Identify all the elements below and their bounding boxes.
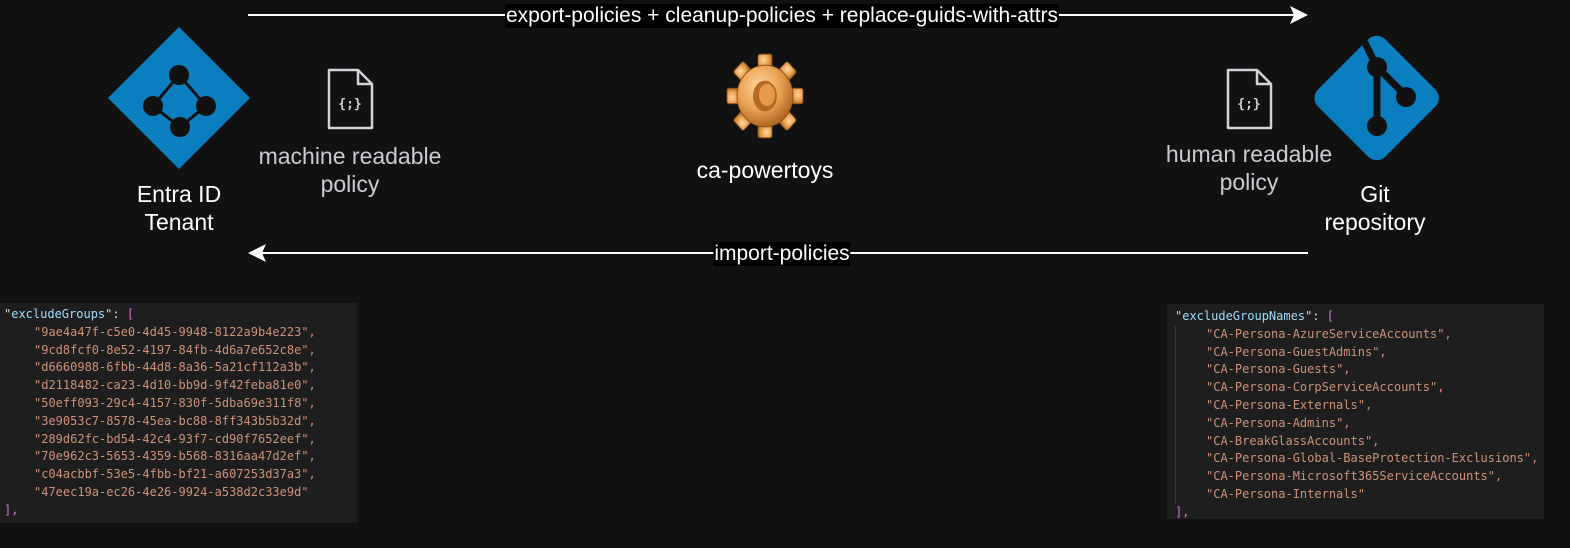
entra-id-label-line2: Tenant [144, 209, 214, 235]
code-string-item: "CA-Persona-Internals" [1175, 485, 1544, 504]
code-string-value: CA-BreakGlassAccounts [1213, 433, 1365, 448]
svg-text:{;}: {;} [338, 97, 361, 112]
git-repository-label: Git repository [1325, 180, 1426, 236]
human-readable-label: human readable policy [1166, 140, 1332, 196]
code-string-item: "47eec19a-ec26-4e26-9924-a538d2c33e9d" [34, 484, 309, 499]
code-string-value: CA-Persona-Guests [1213, 362, 1337, 377]
code-close-bracket: ], [4, 502, 19, 517]
code-string-item: "3e9053c7-8578-45ea-bc88-8ff343b5b32d", [34, 413, 316, 428]
code-string-value: 9cd8fcf0-8e52-4197-84fb-4d6a7e652c8e [41, 342, 302, 357]
code-close-bracket: ], [1175, 504, 1190, 519]
code-string-item: "CA-Persona-Global-BaseProtection-Exclus… [1175, 450, 1544, 469]
exclude-group-names-code-panel: "excludeGroupNames": [ "CA-Persona-Azure… [1167, 304, 1544, 519]
export-flow-label: export-policies + cleanup-policies + rep… [504, 4, 1060, 28]
code-string-item: "CA-Persona-Externals", [1175, 396, 1544, 415]
code-string-item: "c04acbbf-53e5-4fbb-bf21-a607253d37a3", [34, 467, 316, 482]
code-string-item: "CA-Persona-AzureServiceAccounts", [1175, 325, 1544, 344]
code-string-value: CA-Persona-Admins [1213, 415, 1337, 430]
export-arrowhead [1290, 6, 1308, 24]
code-string-item: "d6660988-6fbb-44d8-8a36-5a21cf112a3b", [34, 360, 316, 375]
code-string-value: CA-Persona-GuestAdmins [1213, 344, 1373, 359]
code-string-value: 50eff093-29c4-4157-830f-5dba69e311f8 [41, 395, 302, 410]
machine-readable-line2: policy [320, 171, 380, 197]
ca-powertoys-label: ca-powertoys [696, 157, 834, 183]
code-string-value: CA-Persona-Global-BaseProtection-Exclusi… [1213, 451, 1524, 466]
svg-text:{;}: {;} [1237, 97, 1260, 112]
git-repository-line1: Git [1360, 181, 1390, 207]
code-string-item: "50eff093-29c4-4157-830f-5dba69e311f8", [34, 395, 316, 410]
code-string-value: CA-Persona-Internals [1213, 486, 1358, 501]
code-close-line: ], [1175, 504, 1544, 519]
git-icon [1314, 35, 1439, 161]
code-string-item: "d2118482-ca23-4d10-bb9d-9f42feba81e0", [34, 378, 316, 393]
code-open-bracket: [ [126, 307, 135, 321]
json-file-icon: {;} [327, 68, 374, 130]
code-string-item: "CA-Persona-GuestAdmins", [1175, 343, 1544, 362]
code-key-line: "excludeGroupNames": [ [1175, 309, 1334, 323]
code-string-item: "CA-Persona-Microsoft365ServiceAccounts"… [1175, 468, 1544, 486]
human-readable-line2: policy [1219, 169, 1279, 195]
exclude-groups-code-panel: "excludeGroups": [ "9ae4a47f-c5e0-4d45-9… [0, 303, 357, 523]
entra-id-label: Entra ID Tenant [137, 180, 221, 236]
code-string-value: d2118482-ca23-4d10-bb9d-9f42feba81e0 [41, 378, 302, 393]
gear-icon [726, 53, 804, 139]
code-string-value: 289d62fc-bd54-42c4-93f7-cd90f7652eef [41, 431, 302, 446]
code-string-item: "70e962c3-5653-4359-b568-8316aa47d2ef", [34, 449, 316, 464]
code-key: excludeGroupNames [1182, 309, 1306, 323]
code-string-item: "CA-BreakGlassAccounts", [1175, 432, 1544, 451]
code-string-item: "CA-Persona-CorpServiceAccounts", [1175, 379, 1544, 397]
entra-id-icon [108, 27, 250, 169]
code-string-value: d6660988-6fbb-44d8-8a36-5a21cf112a3b [41, 360, 302, 375]
code-open-bracket: [ [1326, 309, 1334, 323]
code-string-value: CA-Persona-Microsoft365ServiceAccounts [1213, 469, 1488, 484]
code-string-value: CA-Persona-Externals [1213, 397, 1358, 412]
code-string-item: "9cd8fcf0-8e52-4197-84fb-4d6a7e652c8e", [34, 342, 316, 357]
code-string-value: 70e962c3-5653-4359-b568-8316aa47d2ef [41, 449, 302, 464]
git-repository-line2: repository [1324, 209, 1426, 235]
import-flow-label: import-policies [713, 242, 851, 266]
code-string-item: "289d62fc-bd54-42c4-93f7-cd90f7652eef", [34, 431, 316, 446]
code-string-item: "9ae4a47f-c5e0-4d45-9948-8122a9b4e223", [34, 324, 316, 339]
code-string-value: c04acbbf-53e5-4fbb-bf21-a607253d37a3 [41, 467, 302, 482]
code-string-value: CA-Persona-CorpServiceAccounts [1213, 380, 1430, 395]
machine-readable-line1: machine readable [258, 143, 442, 169]
machine-readable-label: machine readable policy [259, 142, 442, 198]
import-arrowhead [248, 244, 266, 262]
code-items: "CA-Persona-AzureServiceAccounts","CA-Pe… [1175, 325, 1544, 504]
code-string-value: 3e9053c7-8578-45ea-bc88-8ff343b5b32d [41, 413, 302, 428]
human-readable-line1: human readable [1165, 141, 1333, 167]
code-key-line: "excludeGroups": [ [4, 307, 135, 321]
code-string-item: "CA-Persona-Admins", [1175, 414, 1544, 433]
code-string-item: "CA-Persona-Guests", [1175, 361, 1544, 380]
code-string-value: 9ae4a47f-c5e0-4d45-9948-8122a9b4e223 [41, 324, 302, 339]
code-close-line: ], [4, 502, 357, 520]
entra-id-label-line1: Entra ID [136, 181, 222, 207]
code-items: "9ae4a47f-c5e0-4d45-9948-8122a9b4e223", "… [4, 324, 357, 502]
code-string-value: 47eec19a-ec26-4e26-9924-a538d2c33e9d [41, 484, 302, 499]
code-key: excludeGroups [11, 307, 106, 321]
code-string-value: CA-Persona-AzureServiceAccounts [1213, 326, 1438, 341]
json-file-icon: {;} [1226, 68, 1273, 130]
